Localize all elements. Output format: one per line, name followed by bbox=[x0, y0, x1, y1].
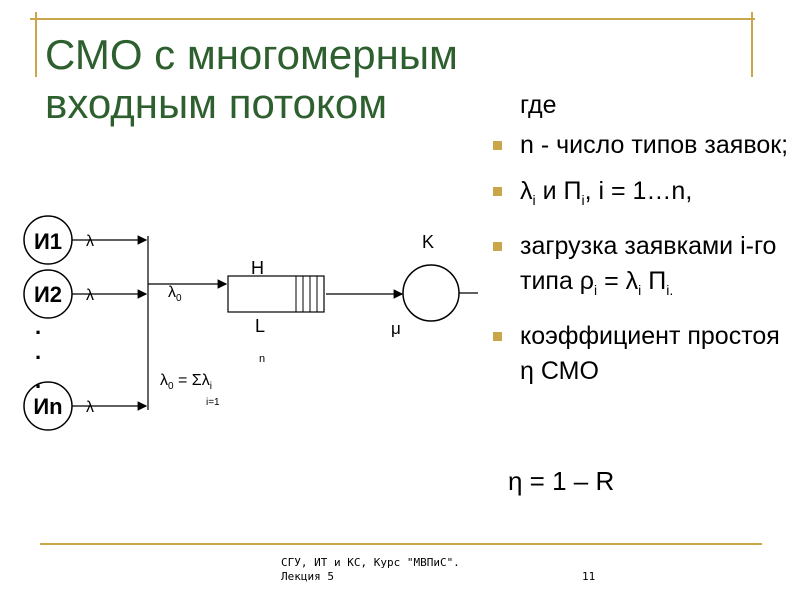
bullet-square-icon bbox=[493, 141, 502, 150]
left-border-line bbox=[35, 12, 37, 77]
source-1-label: И1 bbox=[34, 229, 62, 254]
queue-top-label: H bbox=[251, 258, 264, 278]
top-border-line bbox=[30, 18, 755, 20]
sum-upper-limit: n bbox=[259, 353, 265, 365]
source-2: И2 bbox=[23, 269, 73, 319]
bullet-item: загрузка заявками i-го типа ρi = λi Пi. bbox=[489, 229, 794, 308]
rate-label-n: λ bbox=[86, 399, 94, 416]
bottom-border-line bbox=[40, 543, 762, 545]
service-rate-label: μ bbox=[391, 319, 401, 338]
source-1: И1 bbox=[23, 215, 73, 265]
source-n-label: Иn bbox=[33, 394, 62, 419]
footer-line-1: СГУ, ИТ и КС, Курс "МВПиС". bbox=[281, 556, 460, 569]
merged-rate-label: λ0 bbox=[168, 284, 182, 304]
bullet-square-icon bbox=[493, 187, 502, 196]
ellipsis-dot-3: . bbox=[35, 368, 41, 393]
sum-formula: λ0 = Σλi bbox=[160, 372, 212, 392]
ellipsis-dot-1: . bbox=[35, 314, 41, 339]
bullet-square-icon bbox=[493, 332, 502, 341]
title-line-1: СМО с многомерным bbox=[45, 31, 458, 78]
server-label: K bbox=[422, 232, 434, 252]
intro-word: где bbox=[520, 91, 557, 119]
ellipsis-dot-2: . bbox=[35, 339, 41, 364]
slide-title: СМО с многомерным входным потоком bbox=[45, 30, 458, 128]
rate-label-2: λ bbox=[86, 287, 94, 304]
source-2-label: И2 bbox=[34, 282, 62, 307]
bullet-item: λi и Пi, i = 1…n, bbox=[489, 174, 794, 218]
sum-lower-limit: i=1 bbox=[206, 397, 220, 408]
bullet-item: коэффициент простоя η СМО bbox=[489, 319, 794, 389]
footer-line-2: Лекция 5 bbox=[281, 570, 334, 583]
server-circle bbox=[402, 264, 460, 322]
queue-bottom-label: L bbox=[255, 316, 265, 336]
right-border-line bbox=[751, 12, 753, 77]
footer-text: СГУ, ИТ и КС, Курс "МВПиС". Лекция 5 bbox=[281, 556, 460, 584]
queue-buffer bbox=[227, 275, 325, 313]
eta-formula: η = 1 – R bbox=[508, 466, 615, 496]
bullet-square-icon bbox=[493, 242, 502, 251]
source-n: Иn bbox=[23, 381, 73, 431]
title-line-2: входным потоком bbox=[45, 80, 388, 127]
page-number: 11 bbox=[582, 570, 596, 583]
definitions-panel: где n - число типов заявок; λi и Пi, i =… bbox=[489, 88, 794, 400]
rate-label-1: λ bbox=[86, 233, 94, 250]
bullet-item: n - число типов заявок; bbox=[489, 128, 794, 163]
